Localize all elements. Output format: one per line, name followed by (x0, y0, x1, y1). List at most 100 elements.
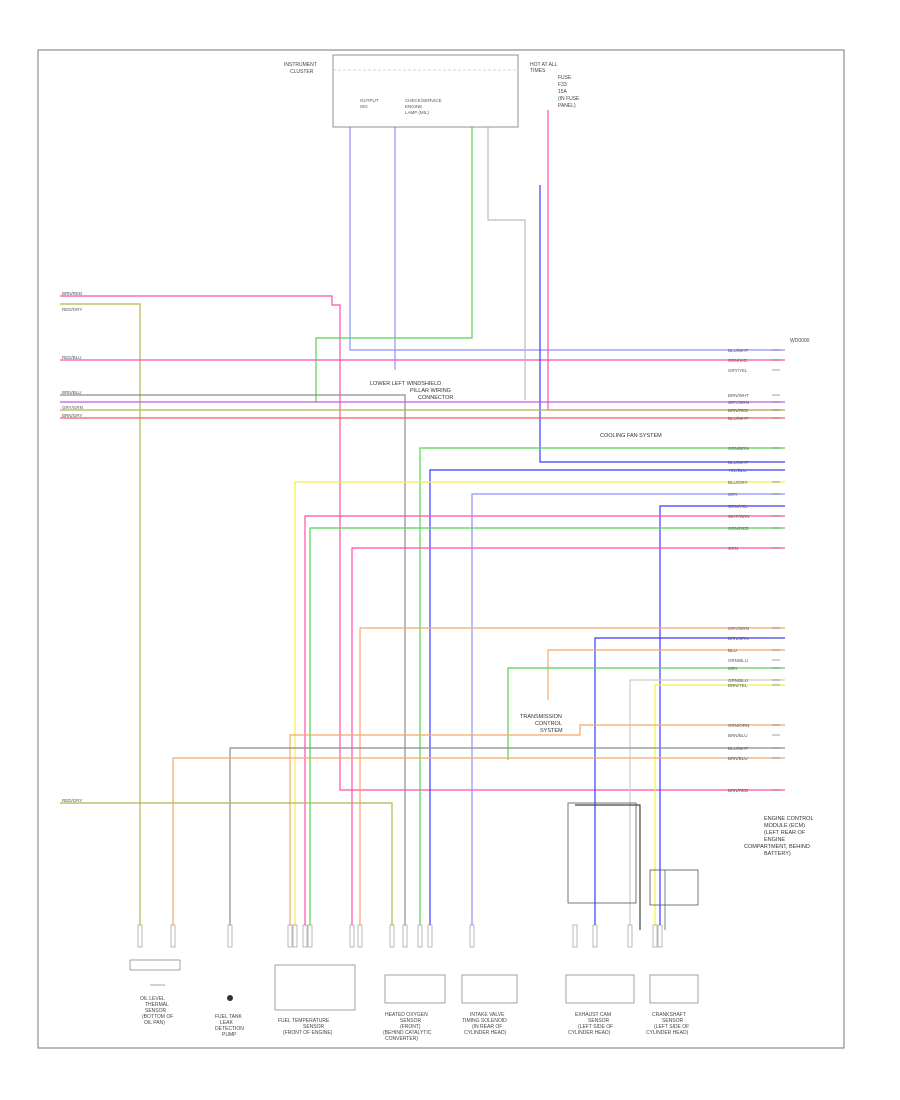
fuel-tank-label-2: LEAK (220, 1020, 233, 1026)
instrument-cluster-label-1: INSTRUMENT (284, 62, 317, 68)
ecm-label-3: (LEFT REAR OF (764, 830, 806, 836)
wire-pink-2 (304, 515, 785, 930)
pin-mark (357, 924, 363, 948)
wire-yellow-1 (294, 481, 785, 930)
right-wire-label: BLU/WHT (728, 348, 749, 353)
oil-level-sensor: OIL LEVEL THERMAL SENSOR (BOTTOM OF OIL … (129, 959, 181, 1026)
oil-level-label-5: OIL PAN) (144, 1020, 165, 1026)
wire-orange-4 (172, 757, 785, 930)
pin-mark (302, 924, 308, 948)
oil-level-label-3: SENSOR (145, 1008, 167, 1014)
pin-mark (389, 924, 395, 948)
pin-mark (227, 924, 233, 948)
lower-left-windshield-label-1: LOWER LEFT WINDSHIELD (370, 381, 441, 387)
ecm-label-5: COMPARTMENT, BEHIND (744, 844, 810, 850)
wire-blue-2 (429, 469, 785, 930)
crank-enclosure (649, 869, 699, 906)
intake-label-3: (IN REAR OF (472, 1024, 502, 1030)
right-wire-label: GRN/BLU (728, 678, 748, 683)
fuel-tank-label-4: PUMP (222, 1032, 237, 1038)
fuel-tank-leak-pump: FUEL TANK LEAK DETECTION PUMP (215, 995, 244, 1038)
right-wire-label: BLU/WHT (728, 416, 749, 421)
pin-mark (572, 924, 578, 948)
oxygen-label-1: HEATED OXYGEN (385, 1012, 428, 1018)
intake-label-2: TIMING SOLENOID (462, 1018, 507, 1024)
wire-pink-3 (351, 547, 785, 930)
wire-green-2 (309, 527, 785, 930)
hot-at-all-times-line-7: PANEL) (558, 103, 576, 109)
exhaust-label-4: CYLINDER HEAD) (568, 1030, 611, 1036)
right-wire-label: GRN/VIO (728, 358, 748, 363)
cluster-inner-lamp: LAMP (MIL) (405, 110, 429, 115)
right-wire-label: BRN/BLU (728, 756, 748, 761)
wires (60, 110, 785, 930)
cluster-inner-engine: ENGINE (405, 104, 422, 109)
wire-gray-left (60, 394, 406, 930)
wire-gray-cluster (487, 110, 526, 400)
right-wire-label: BLU (728, 648, 737, 653)
right-wire-label: GRN/BRN (728, 446, 749, 451)
instrument-cluster: INSTRUMENT CLUSTER OUTPUT SIG CHECK/SERV… (284, 54, 519, 128)
right-wire-label: GRN/YEL (728, 504, 748, 509)
ecm-label-2: MODULE (ECM) (764, 823, 805, 829)
wire-olive-bottom (60, 802, 393, 930)
oil-level-label-4: (BOTTOM OF (142, 1014, 173, 1020)
pin-mark (402, 924, 408, 948)
intake-valve-solenoid: INTAKE VALVE TIMING SOLENOID (IN REAR OF… (461, 974, 518, 1036)
lower-left-windshield-label-3: CONNECTOR (418, 395, 453, 401)
wire-yellow-2 (654, 684, 785, 930)
wire-black-cam (575, 804, 641, 930)
fuel-temperature-sensor: FUEL TEMPERATURE SENSOR (FRONT OF ENGINE… (274, 964, 356, 1036)
hot-at-all-times-line-1: HOT AT ALL (530, 62, 558, 68)
ecm-enclosure (567, 802, 637, 904)
left-wire-label: BRN/GRY (62, 413, 82, 418)
wire-olive-left (60, 303, 141, 930)
right-wire-label: GRY/YEL (728, 368, 748, 373)
right-wire-label: GRN/ORN (728, 723, 749, 728)
wire-orange-2 (547, 649, 785, 700)
ecm-label-6: BATTERY) (764, 851, 791, 857)
wire-blue-4 (594, 637, 785, 930)
right-wire-labels: BLU/WHTGRN/VIOGRY/YELBRN/WHTGRY/GRNBRN/R… (728, 348, 780, 793)
wire-blue-hot (539, 185, 785, 463)
lower-left-windshield-label-2: PILLAR WIRING (410, 388, 451, 394)
pin-mark (652, 924, 658, 948)
crankshaft-sensor: CRANKSHAFT SENSOR (LEFT SIDE OF CYLINDER… (646, 974, 699, 1036)
wire-blue-cluster-1 (349, 110, 785, 351)
hot-at-all-times-line-4: F33 (558, 82, 567, 88)
pin-mark (627, 924, 633, 948)
right-wire-label: GRY/GRN (728, 400, 749, 405)
oxygen-label-3: (FRONT) (400, 1024, 421, 1030)
pin-mark (592, 924, 598, 948)
hot-at-all-times-line-6: (IN FUSE (558, 96, 580, 102)
hot-at-all-times-line-2: TIMES (530, 68, 546, 74)
cluster-inner-sig: SIG (360, 104, 368, 109)
connector-pins (137, 924, 663, 948)
left-wire-label: GRY/GRN (62, 405, 83, 410)
wire-green-cluster (315, 110, 473, 402)
right-wire-label: GRY (728, 492, 738, 497)
oxygen-label-5: CONVERTER) (385, 1036, 418, 1042)
pin-mark (170, 924, 176, 948)
right-wire-label: YEL/BLU (728, 468, 747, 473)
right-wire-label: BLU/GRY (728, 480, 748, 485)
right-wire-label: BLU/WHT (728, 460, 749, 465)
wire-pink-top (60, 295, 785, 791)
cluster-inner-output: OUTPUT (360, 98, 379, 103)
right-wire-label: BRN/RED (728, 408, 749, 413)
fuel-temp-label-1: FUEL TEMPERATURE (278, 1018, 330, 1024)
pin-mark (417, 924, 423, 948)
right-wire-label: GRY/GRN (728, 626, 749, 631)
left-wire-label: RED/GRY (62, 307, 82, 312)
pin-mark (427, 924, 433, 948)
hot-at-all-times-line-5: 15A (558, 89, 568, 95)
exhaust-label-2: SENSOR (588, 1018, 610, 1024)
crank-label-4: CYLINDER HEAD) (646, 1030, 689, 1036)
crank-label-3: (LEFT SIDE OF (654, 1024, 689, 1030)
cluster-inner-check: CHECK/SERVICE (405, 98, 442, 103)
right-wire-label: BRN/BLU (728, 733, 748, 738)
wire-orange-1 (359, 627, 785, 930)
fuel-tank-label-1: FUEL TANK (215, 1014, 243, 1020)
ecm-label-1: ENGINE CONTROL (764, 816, 814, 822)
instrument-cluster-label-2: CLUSTER (290, 69, 314, 75)
